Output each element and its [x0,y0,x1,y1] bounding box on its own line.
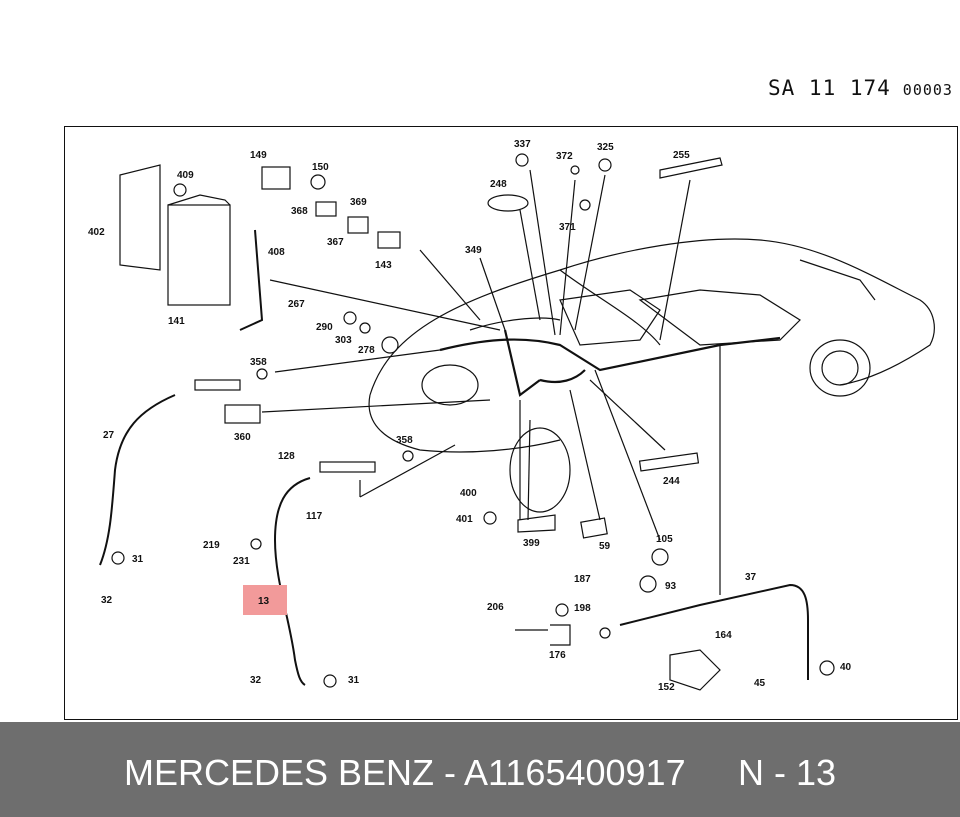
part-149[interactable]: 149 [250,150,267,161]
footer-bar [0,722,960,817]
footer-position: N - 13 [738,752,837,793]
part-358-b[interactable]: 358 [396,435,413,446]
part-128[interactable]: 128 [278,451,295,462]
footer-part-number: MERCEDES BENZ - A1165400917 [124,752,686,793]
part-152[interactable]: 152 [658,682,675,693]
part-labels: 402 409 149 150 368 369 367 143 141 408 … [88,139,852,693]
part-105[interactable]: 105 [656,534,673,545]
part-187[interactable]: 187 [574,574,591,585]
part-198[interactable]: 198 [574,603,591,614]
part-32-b[interactable]: 32 [250,675,262,686]
part-231[interactable]: 231 [233,556,250,567]
part-219[interactable]: 219 [203,540,220,551]
part-37[interactable]: 37 [745,572,757,583]
diagram-frame [64,126,958,720]
part-206[interactable]: 206 [487,602,504,613]
part-164[interactable]: 164 [715,630,732,641]
part-399[interactable]: 399 [523,538,540,549]
part-358-a[interactable]: 358 [250,357,267,368]
part-278[interactable]: 278 [358,345,375,356]
highlight-box [243,585,287,615]
part-368[interactable]: 368 [291,206,308,217]
part-372[interactable]: 372 [556,151,573,162]
part-255[interactable]: 255 [673,150,690,161]
part-27[interactable]: 27 [103,430,115,441]
part-13[interactable]: 13 [258,596,270,607]
part-402[interactable]: 402 [88,227,105,238]
part-367[interactable]: 367 [327,237,344,248]
part-337[interactable]: 337 [514,139,531,150]
diagram-code-main: SA 11 174 [768,76,891,100]
part-248[interactable]: 248 [490,179,507,190]
diagram-code: SA 11 174 00003 [768,76,953,100]
part-409[interactable]: 409 [177,170,194,181]
part-31-b[interactable]: 31 [348,675,360,686]
part-360[interactable]: 360 [234,432,251,443]
part-369[interactable]: 369 [350,197,367,208]
part-349[interactable]: 349 [465,245,482,256]
part-244[interactable]: 244 [663,476,680,487]
part-267[interactable]: 267 [288,299,305,310]
part-141[interactable]: 141 [168,316,185,327]
small-parts [111,153,835,688]
part-290[interactable]: 290 [316,322,333,333]
part-93[interactable]: 93 [665,581,677,592]
part-143[interactable]: 143 [375,260,392,271]
line-art [99,157,935,691]
part-32-a[interactable]: 32 [101,595,113,606]
part-400[interactable]: 400 [460,488,477,499]
part-45[interactable]: 45 [754,678,766,689]
part-408[interactable]: 408 [268,247,285,258]
part-303[interactable]: 303 [335,335,352,346]
part-325[interactable]: 325 [597,142,614,153]
part-371[interactable]: 371 [559,222,576,233]
part-40[interactable]: 40 [840,662,852,673]
part-59[interactable]: 59 [599,541,611,552]
part-401[interactable]: 401 [456,514,473,525]
part-31-a[interactable]: 31 [132,554,144,565]
part-150[interactable]: 150 [312,162,329,173]
part-117[interactable]: 117 [306,511,323,522]
diagram-code-sub: 00003 [902,81,953,99]
part-176[interactable]: 176 [549,650,566,661]
